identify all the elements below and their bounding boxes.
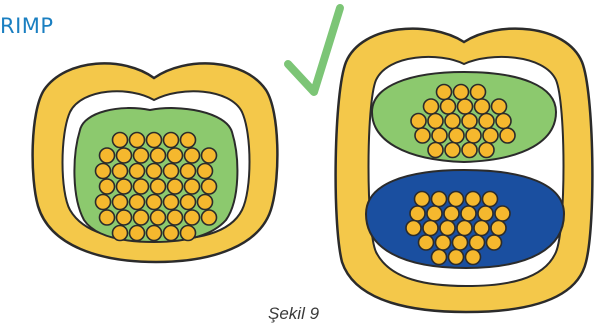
- wire-strand: [100, 148, 115, 163]
- wire-strand: [181, 133, 196, 148]
- wire-strand: [449, 192, 464, 207]
- wire-strand: [96, 164, 111, 179]
- wire-strand: [113, 164, 128, 179]
- wire-strand: [449, 128, 464, 143]
- wire-strand: [478, 206, 493, 221]
- wire-strand: [168, 179, 183, 194]
- wire-strand: [454, 85, 469, 100]
- check-mark-icon: [288, 8, 340, 92]
- wire-strand: [461, 206, 476, 221]
- wire-strand: [130, 226, 145, 241]
- wire-strand: [453, 235, 468, 250]
- wire-strand: [164, 226, 179, 241]
- wire-strand: [428, 114, 443, 129]
- wire-strand: [436, 235, 451, 250]
- wire-strand: [164, 195, 179, 210]
- wire-strand: [147, 195, 162, 210]
- wire-strand: [113, 133, 128, 148]
- wire-strand: [164, 133, 179, 148]
- wire-strand: [445, 143, 460, 158]
- wire-strand: [406, 221, 421, 236]
- wire-strand: [198, 195, 213, 210]
- wire-strand: [491, 221, 506, 236]
- wire-strand: [440, 221, 455, 236]
- wire-strand: [458, 99, 473, 114]
- wire-strand: [117, 179, 132, 194]
- wire-strand: [471, 85, 486, 100]
- wire-strand: [428, 143, 443, 158]
- wire-strand: [495, 206, 510, 221]
- wire-strand: [202, 210, 217, 225]
- wire-strand: [475, 99, 490, 114]
- wire-strand: [147, 164, 162, 179]
- wire-strand: [483, 128, 498, 143]
- wire-strand: [462, 114, 477, 129]
- wire-strand: [496, 114, 511, 129]
- wire-strand: [479, 143, 494, 158]
- wire-strand: [100, 179, 115, 194]
- wire-strand: [117, 148, 132, 163]
- wire-strand: [432, 250, 447, 265]
- wire-strand: [479, 114, 494, 129]
- wire-strand: [457, 221, 472, 236]
- wire-strand: [168, 148, 183, 163]
- wire-strand: [151, 210, 166, 225]
- wire-strand: [441, 99, 456, 114]
- wire-strand: [483, 192, 498, 207]
- wire-strand: [487, 235, 502, 250]
- wire-strand: [134, 148, 149, 163]
- wire-strand: [427, 206, 442, 221]
- wire-strand: [492, 99, 507, 114]
- wire-strand: [500, 128, 515, 143]
- wire-strand: [474, 221, 489, 236]
- wire-strand: [134, 210, 149, 225]
- wire-strand: [147, 133, 162, 148]
- wire-strand: [437, 85, 452, 100]
- wire-strand: [134, 179, 149, 194]
- wire-strand: [410, 206, 425, 221]
- wire-strand: [96, 195, 111, 210]
- wire-strand: [185, 148, 200, 163]
- wire-strand: [462, 143, 477, 158]
- wire-strand: [432, 192, 447, 207]
- figure-caption: Şekil 9: [268, 304, 319, 324]
- wire-strand: [449, 250, 464, 265]
- wire-strand: [147, 226, 162, 241]
- wire-strand: [130, 195, 145, 210]
- wire-strand: [466, 250, 481, 265]
- wire-strand: [185, 210, 200, 225]
- wire-strand: [185, 179, 200, 194]
- wire-strand: [470, 235, 485, 250]
- wire-strand: [130, 133, 145, 148]
- wire-strand: [151, 148, 166, 163]
- right-crimp: [336, 29, 593, 312]
- wire-strand: [181, 226, 196, 241]
- wire-strand: [130, 164, 145, 179]
- wire-strand: [466, 192, 481, 207]
- wire-strand: [415, 128, 430, 143]
- wire-strand: [202, 179, 217, 194]
- wire-strand: [444, 206, 459, 221]
- wire-strand: [164, 164, 179, 179]
- wire-strand: [181, 164, 196, 179]
- wire-strand: [415, 192, 430, 207]
- wire-strand: [202, 148, 217, 163]
- wire-strand: [466, 128, 481, 143]
- wire-strand: [113, 226, 128, 241]
- wire-strand: [419, 235, 434, 250]
- wire-strand: [445, 114, 460, 129]
- wire-strand: [432, 128, 447, 143]
- wire-strand: [100, 210, 115, 225]
- wire-strand: [168, 210, 183, 225]
- wire-strand: [198, 164, 213, 179]
- wire-strand: [424, 99, 439, 114]
- wire-strand: [181, 195, 196, 210]
- wire-strand: [113, 195, 128, 210]
- wire-strand: [151, 179, 166, 194]
- wire-strand: [117, 210, 132, 225]
- wire-strand: [423, 221, 438, 236]
- wire-strand: [411, 114, 426, 129]
- left-crimp: [33, 63, 278, 262]
